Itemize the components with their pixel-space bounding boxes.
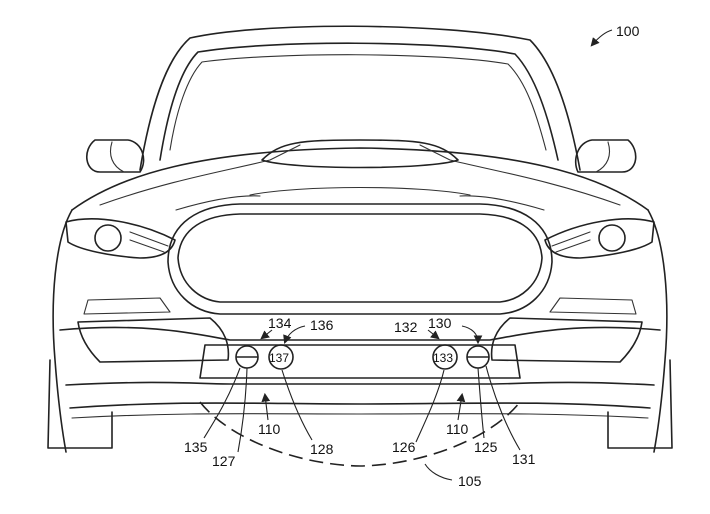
leader-130 xyxy=(461,325,483,345)
fog-lamp-left xyxy=(83,297,171,315)
lens-right-133 xyxy=(432,344,458,370)
hood-center-line xyxy=(249,186,471,196)
headlight-right-drl xyxy=(551,231,591,253)
ref-136: 136 xyxy=(310,317,334,333)
tire-right xyxy=(607,359,673,449)
lens-left-137 xyxy=(268,344,294,370)
ref-105: 105 xyxy=(458,473,482,489)
hood-line-r2 xyxy=(459,195,545,211)
hood-crease-left xyxy=(99,144,301,206)
intake-right xyxy=(490,317,643,363)
headlight-right-lamp xyxy=(598,224,626,252)
ref-100: 100 xyxy=(616,23,640,39)
hood-outline xyxy=(71,147,649,211)
leader-125 xyxy=(477,367,485,439)
leader-110-left xyxy=(261,392,271,421)
body-side-right xyxy=(647,209,668,453)
ref-131: 131 xyxy=(512,451,536,467)
leader-110-right xyxy=(456,392,466,421)
hood-line-l2 xyxy=(175,195,261,211)
leader-134 xyxy=(260,329,273,340)
headlight-left-lamp xyxy=(94,224,122,252)
bumper-line-lower xyxy=(65,381,655,386)
leader-105 xyxy=(424,463,453,481)
ref-134: 134 xyxy=(268,315,292,331)
windshield xyxy=(159,42,559,161)
splitter-lower xyxy=(71,413,649,419)
ref-110-right: 110 xyxy=(446,421,469,437)
tire-left xyxy=(47,359,113,449)
upper-grille xyxy=(177,213,543,303)
leader-127 xyxy=(237,367,248,453)
hood-crease-right xyxy=(419,144,621,206)
ref-137: 137 xyxy=(269,351,289,365)
leader-128 xyxy=(281,369,313,441)
ref-110-left: 110 xyxy=(258,421,281,437)
headlight-left xyxy=(65,218,176,259)
ref-127: 127 xyxy=(212,453,236,469)
leader-100 xyxy=(590,29,613,47)
ref-128: 128 xyxy=(310,441,334,457)
body-side-left xyxy=(52,209,73,453)
splitter xyxy=(69,402,651,409)
headlight-right xyxy=(544,218,655,259)
hood-vent xyxy=(261,139,459,169)
ref-126: 126 xyxy=(392,439,416,455)
headlight-left-drl xyxy=(129,231,169,253)
leader-132 xyxy=(427,329,440,340)
mirror-right-stem xyxy=(595,141,611,173)
region-105-outline xyxy=(199,401,521,467)
ref-135: 135 xyxy=(184,439,208,455)
leader-136 xyxy=(283,325,306,345)
mirror-left xyxy=(86,139,145,173)
ref-130: 130 xyxy=(428,315,452,331)
mirror-right xyxy=(574,139,637,173)
ref-125: 125 xyxy=(474,439,498,455)
mirror-left-stem xyxy=(109,141,125,173)
sensor-right-125 xyxy=(466,345,490,369)
sensor-left-127 xyxy=(235,345,259,369)
windshield-inner xyxy=(169,54,547,151)
lower-grille xyxy=(199,344,521,379)
ref-133: 133 xyxy=(433,351,453,365)
leader-135 xyxy=(203,367,241,439)
bumper-line-upper xyxy=(59,326,661,341)
leader-131 xyxy=(485,365,521,451)
roof-outline xyxy=(139,25,581,171)
upper-grille-surround xyxy=(167,203,553,315)
fog-lamp-right xyxy=(549,297,637,315)
intake-left xyxy=(77,317,230,363)
ref-132: 132 xyxy=(394,319,418,335)
leader-126 xyxy=(415,369,445,443)
